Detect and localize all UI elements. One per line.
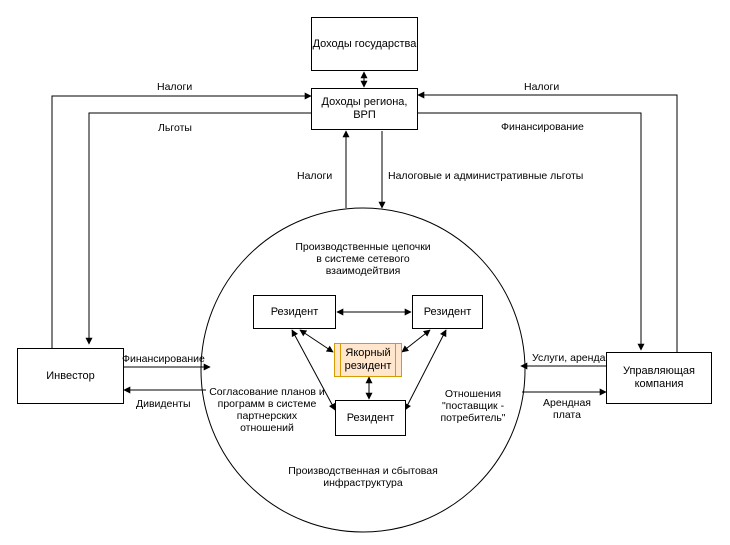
resident-left-label: Резидент	[270, 305, 319, 318]
region-income-node: Доходы региона, ВРП	[311, 88, 418, 130]
taxes-left-label: Налоги	[157, 81, 193, 93]
company-taxes-arrow	[417, 91, 678, 352]
resident-left-node: Резидент	[253, 295, 336, 329]
taxes-right-label: Налоги	[524, 81, 560, 93]
anchor-resident-label: Якорный резидент	[344, 347, 392, 372]
resident-right-node: Резидент	[412, 295, 483, 329]
management-company-node: Управляющая компания	[606, 352, 712, 404]
rent-payment-label: Арендная плата	[543, 397, 591, 421]
management-company-label: Управляющая компания	[622, 365, 696, 390]
agreement-label: Согласование планов и программ в системе…	[209, 386, 325, 434]
tax-admin-benefits-label: Налоговые и административные льготы	[388, 170, 584, 182]
resident-right-bottom-link	[404, 329, 447, 411]
benefits-arrow	[85, 112, 311, 345]
anchor-right-link	[401, 329, 431, 353]
anchor-left-link	[299, 329, 334, 353]
anchor-resident-node: Якорный резидент	[334, 343, 402, 377]
investor-label: Инвестор	[46, 369, 95, 382]
investor-node: Инвестор	[17, 348, 124, 404]
production-chains-label: Производственные цепочки в системе сетев…	[295, 241, 431, 277]
infrastructure-label: Производственная и сбытовая инфраструкту…	[288, 465, 438, 489]
state-income-label: Доходы государства	[312, 37, 417, 50]
financing-right-label: Финансирование	[501, 121, 584, 133]
financing-company-arrow	[418, 112, 645, 351]
state-income-node: Доходы государства	[311, 17, 418, 71]
services-rent-label: Услуги, аренда	[532, 352, 606, 364]
financing-investor-label: Финансирование	[122, 353, 205, 365]
resident-bottom-label: Резидент	[346, 411, 395, 424]
resident-left-bottom-link	[291, 329, 336, 411]
investor-taxes-arrow	[51, 92, 312, 348]
ecosystem-circle	[200, 207, 526, 533]
resident-bottom-node: Резидент	[335, 400, 406, 436]
resident-right-label: Резидент	[423, 305, 472, 318]
taxes-center-label: Налоги	[297, 170, 333, 182]
region-income-label: Доходы региона, ВРП	[321, 96, 408, 121]
dividends-label: Дивиденты	[136, 398, 191, 410]
supplier-consumer-label: Отношения "поставщик - потребитель"	[440, 388, 506, 424]
benefits-left-label: Льготы	[158, 122, 192, 134]
